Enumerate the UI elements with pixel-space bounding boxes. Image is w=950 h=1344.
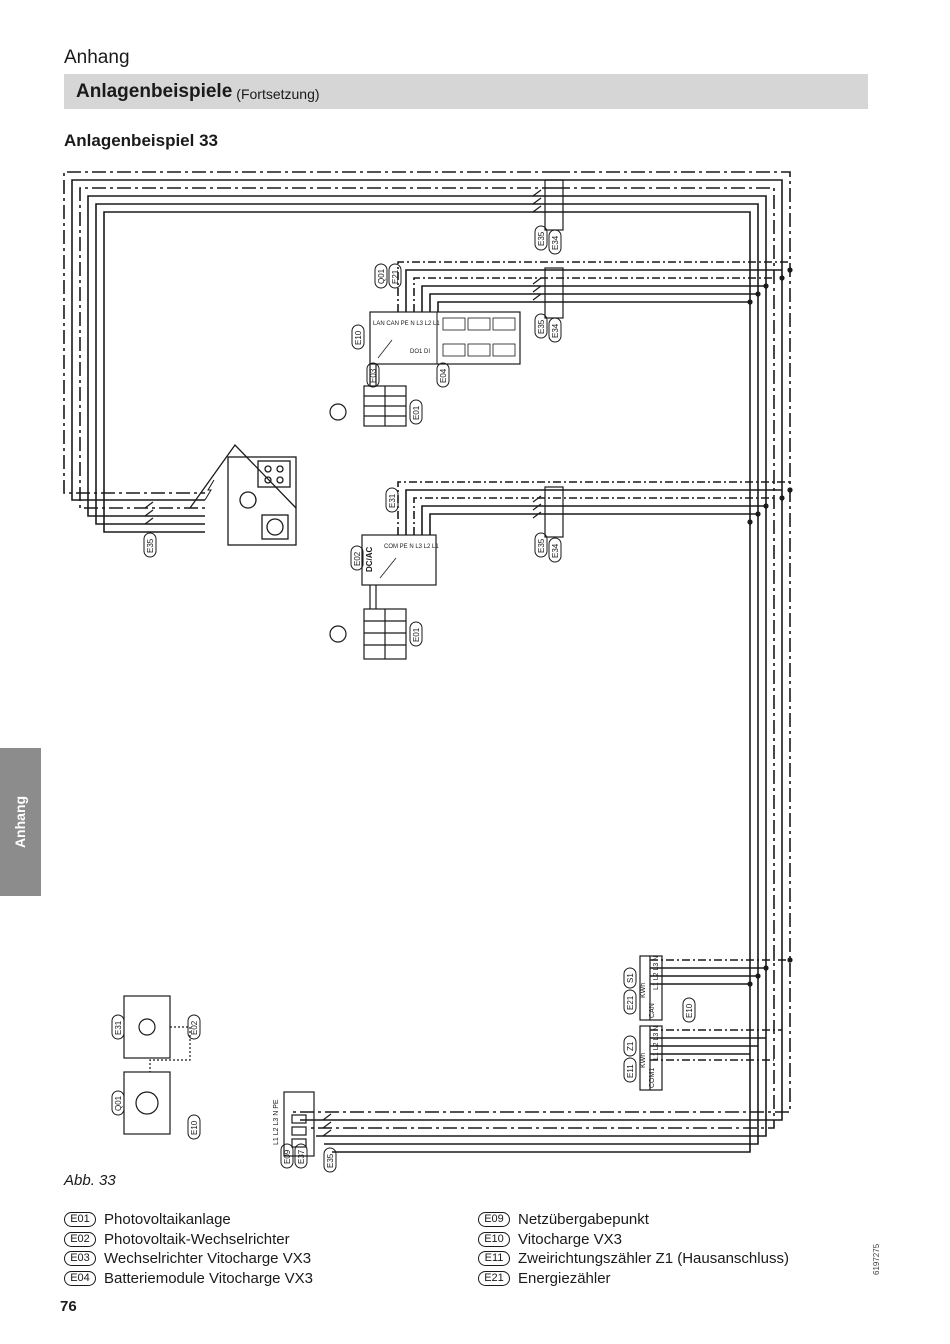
e10-do-di: DO1 DI	[410, 349, 430, 355]
legend-item: E11 Zweirichtungszähler Z1 (Hausanschlus…	[478, 1249, 789, 1269]
label-e34-b: E34	[551, 323, 560, 338]
label-e34-a: E34	[551, 235, 560, 250]
title-bar: Anlagenbeispiele (Fortsetzung)	[64, 74, 868, 109]
legend-code: E09	[478, 1212, 510, 1228]
legend-right: E09 Netzübergabepunkt E10 Vitocharge VX3…	[478, 1210, 789, 1288]
label-e35-house: E35	[146, 538, 155, 553]
figure-caption: Abb. 33	[64, 1172, 116, 1189]
fuse-switches	[144, 179, 564, 1137]
page-number: 76	[60, 1298, 77, 1315]
document-number: 6197275	[872, 1243, 881, 1275]
legend-text: Photovoltaik-Wechselrichter	[104, 1230, 290, 1248]
legend-code: E01	[64, 1212, 96, 1228]
legend-item: E09 Netzübergabepunkt	[478, 1210, 789, 1230]
pv-inverter-e02: COM PE N L3 L2 L1 DC/AC	[361, 534, 439, 586]
legend-item: E10 Vitocharge VX3	[478, 1230, 789, 1250]
label-e34-c: E34	[551, 543, 560, 558]
label-e10-b: E10	[685, 1003, 694, 1018]
label-e04: E04	[439, 368, 448, 383]
page-title-suffix: (Fortsetzung)	[236, 85, 320, 102]
legend-item: E03 Wechselrichter Vitocharge VX3	[64, 1249, 313, 1269]
legend-code: E21	[478, 1270, 510, 1286]
meters	[639, 955, 663, 1091]
legend-icons	[123, 995, 191, 1135]
legend-item: E04 Batteriemodule Vitocharge VX3	[64, 1269, 313, 1289]
legend-text: Photovoltaikanlage	[104, 1211, 231, 1229]
label-z1: Z1	[626, 1041, 635, 1051]
legend-code: E04	[64, 1270, 96, 1286]
pv-panels-bottom	[329, 585, 407, 660]
s1-kwh: KWh	[640, 983, 647, 998]
label-e21: E21	[391, 269, 400, 284]
legend-item: E21 Energiezähler	[478, 1269, 789, 1289]
label-e31-icon: E31	[114, 1020, 123, 1035]
s1-can: CAN	[649, 1003, 656, 1018]
label-q01: Q01	[377, 268, 386, 284]
example-subtitle: Anlagenbeispiel 33	[64, 131, 218, 150]
label-e10-a: E10	[354, 330, 363, 345]
legend-left: E01 Photovoltaikanlage E02 Photovoltaik-…	[64, 1210, 313, 1288]
s1-terminals: L1 L2 L3 N	[653, 956, 660, 990]
label-e21-meter: E21	[626, 995, 635, 1010]
grid-feed-e09	[283, 1091, 315, 1157]
label-e35-b: E35	[537, 319, 546, 334]
label-e35-a: E35	[537, 231, 546, 246]
legend-item: E02 Photovoltaik-Wechselrichter	[64, 1230, 313, 1250]
legend-code: E11	[478, 1251, 510, 1267]
e10-terminal-labels: LAN CAN PE N L3 L2 L1	[373, 321, 440, 327]
label-e01-a: E01	[412, 405, 421, 420]
vitocharge-e10: LAN CAN PE N L3 L2 L1 DO1 DI	[369, 311, 521, 365]
label-e37: E37	[297, 1149, 306, 1164]
junction-dots	[747, 267, 793, 987]
legend-text: Zweirichtungszähler Z1 (Hausanschluss)	[518, 1250, 789, 1268]
diagram-labels: E35 E34 Q01 E21 E35 E34 E10 E03 E04 E01 …	[111, 225, 696, 1173]
legend-code: E10	[478, 1231, 510, 1247]
label-e02-a: E02	[353, 551, 362, 566]
legend-text: Wechselrichter Vitocharge VX3	[104, 1250, 312, 1268]
legend-text: Energiezähler	[518, 1269, 611, 1287]
legend-code: E02	[64, 1231, 96, 1247]
legend-code: E03	[64, 1251, 96, 1267]
label-e02-icon: E02	[190, 1020, 199, 1035]
z1-com1: COM1	[649, 1068, 656, 1088]
legend-item: E01 Photovoltaikanlage	[64, 1210, 313, 1230]
z1-kwh: KWh	[640, 1053, 647, 1068]
label-e03: E03	[369, 368, 378, 383]
section-label: Anhang	[64, 47, 130, 68]
pv-panels-top	[329, 364, 407, 427]
label-e31: E31	[388, 493, 397, 508]
label-e11: E11	[626, 1064, 635, 1078]
page-title: Anlagenbeispiele	[76, 80, 233, 102]
house-consumer	[189, 443, 297, 546]
label-e35-c: E35	[537, 538, 546, 553]
z1-terminals: L1 L2 L3 N	[653, 1026, 660, 1060]
e02-terminal-labels: COM PE N L3 L2 L1	[384, 544, 439, 550]
main-bus-lines	[63, 171, 791, 1153]
legend-text: Vitocharge VX3	[518, 1230, 622, 1248]
feed-terminals: L1 L2 L3 N PE	[273, 1099, 280, 1145]
label-e10-icon: E10	[190, 1120, 199, 1135]
label-q01-icon: Q01	[114, 1095, 123, 1111]
side-tab: Anhang	[0, 748, 41, 896]
label-e35-feed: E35	[326, 1153, 335, 1168]
legend-text: Netzübergabepunkt	[518, 1211, 649, 1229]
legend-text: Batteriemodule Vitocharge VX3	[104, 1269, 314, 1287]
label-e09: E09	[283, 1149, 292, 1164]
dcac-label: DC/AC	[365, 546, 374, 572]
label-s1: S1	[626, 973, 635, 983]
label-e01-b: E01	[412, 627, 421, 642]
